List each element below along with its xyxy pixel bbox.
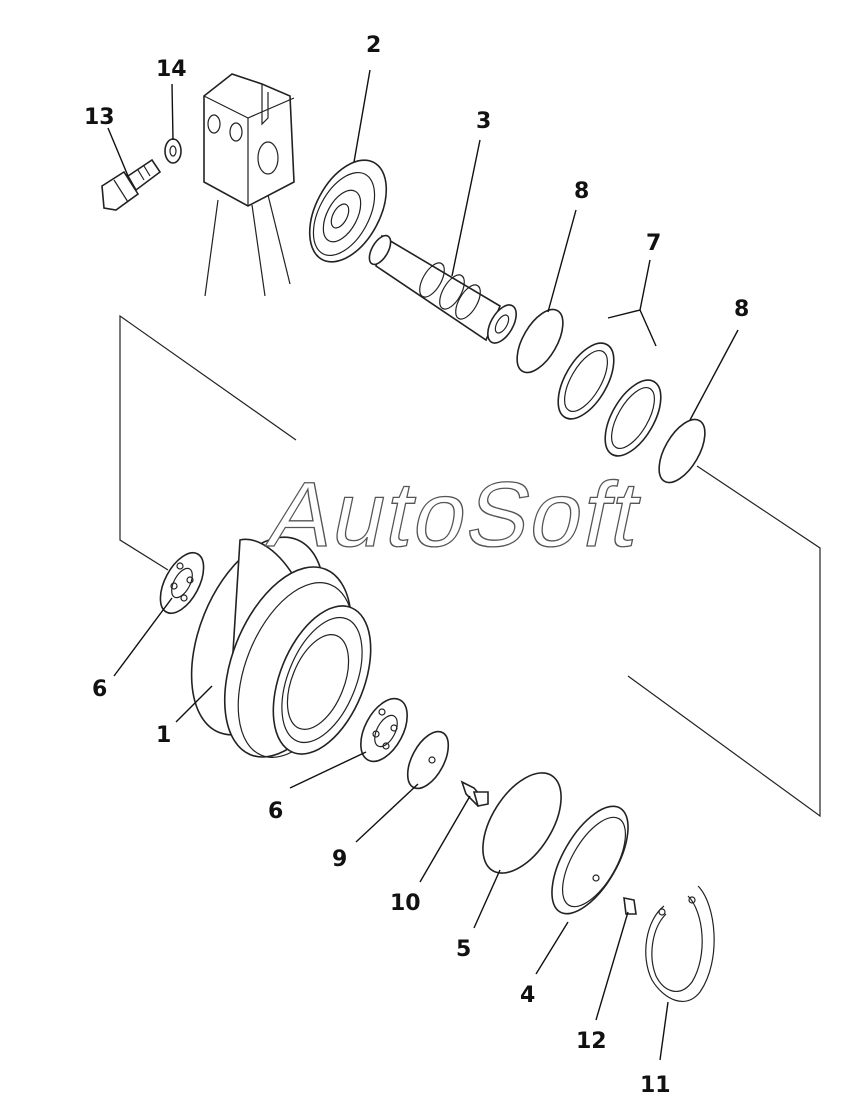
callout-11: 11 <box>640 1073 671 1098</box>
assembly-frame-lines <box>119 194 821 818</box>
leader-lines <box>107 69 739 1061</box>
part-4-cover <box>551 805 629 915</box>
part-14-washer <box>164 138 182 164</box>
callout-13: 13 <box>84 105 115 130</box>
part-5-oring <box>482 772 562 874</box>
mounting-bracket <box>203 73 295 207</box>
callout-3: 3 <box>476 109 491 134</box>
part-13-bolt <box>101 158 162 211</box>
callout-9: 9 <box>332 847 347 872</box>
callout-labels: 2 3 8 7 8 14 13 6 1 6 9 10 5 4 12 11 <box>84 33 749 1098</box>
callout-8-upper: 8 <box>574 179 589 204</box>
callout-5: 5 <box>456 937 471 962</box>
part-7-seal-rings <box>557 342 662 457</box>
part-3-shaft <box>368 234 517 344</box>
part-12-plug <box>623 896 637 915</box>
callout-14: 14 <box>156 57 187 82</box>
part-11-snap-ring <box>645 885 715 1002</box>
part-9-washer <box>406 730 450 790</box>
callout-10: 10 <box>390 891 421 916</box>
callout-8-lower: 8 <box>734 297 749 322</box>
callout-7: 7 <box>646 231 661 256</box>
watermark: AutoSoft <box>260 462 652 566</box>
callout-12: 12 <box>576 1029 607 1054</box>
part-10-screw <box>460 780 489 808</box>
part-6-bearing-right <box>360 697 408 763</box>
watermark-text: AutoSoft <box>261 463 652 566</box>
part-8-oring-lower <box>658 418 706 484</box>
part-1-roller <box>190 536 372 758</box>
callout-6-left: 6 <box>92 677 107 702</box>
part-2-collar <box>308 159 388 263</box>
callout-2: 2 <box>366 33 381 58</box>
callout-1: 1 <box>156 723 171 748</box>
callout-4: 4 <box>520 983 535 1008</box>
callout-6-right: 6 <box>268 799 283 824</box>
part-6-bearing-left <box>159 551 205 615</box>
part-8-oring-upper <box>516 308 564 374</box>
